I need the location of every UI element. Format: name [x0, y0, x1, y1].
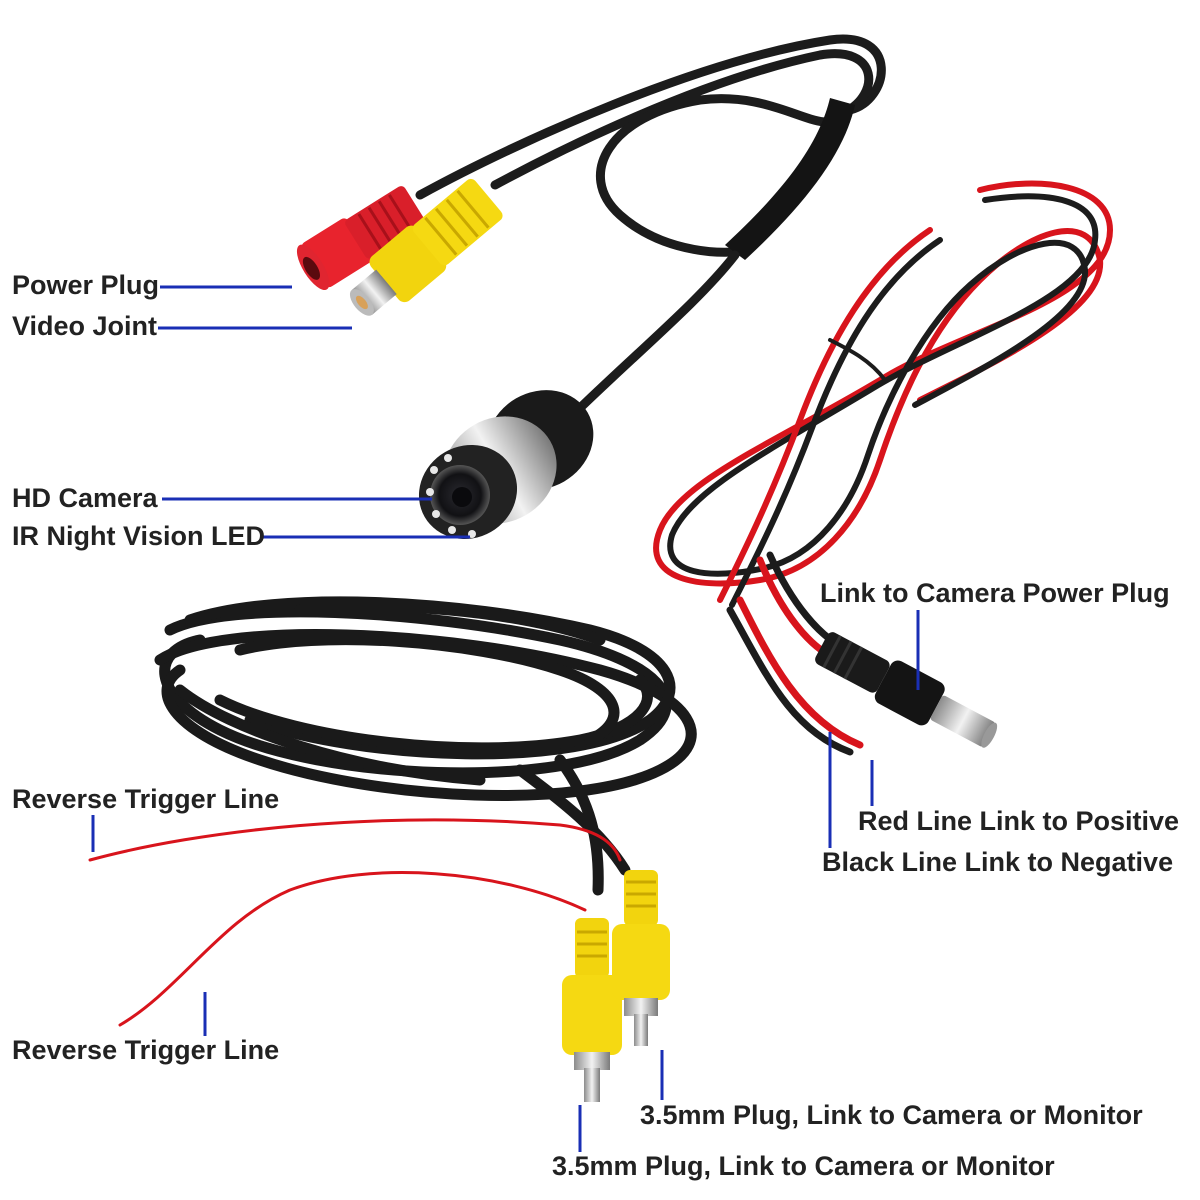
label-reverse-trigger-top: Reverse Trigger Line [12, 784, 280, 814]
label-black-line: Black Line Link to Negative [822, 847, 1174, 877]
video-cable [490, 49, 874, 190]
loop-cable [596, 94, 850, 257]
hd-camera [418, 390, 594, 540]
power-cable [415, 34, 886, 200]
label-video-joint: Video Joint [12, 311, 158, 341]
dc-power-plug [815, 632, 998, 748]
camera-cable [575, 250, 740, 413]
label-power-plug: Power Plug [12, 270, 160, 300]
label-hd-camera: HD Camera [12, 483, 158, 513]
extension-cable-coil [154, 596, 697, 896]
label-ir-night-vision-led: IR Night Vision LED [12, 521, 266, 551]
video-joint-connector [349, 178, 503, 316]
reverse-trigger-wires [88, 818, 622, 1027]
splitter [725, 98, 855, 260]
power-plug-connector [296, 186, 426, 291]
power-harness [653, 180, 1114, 756]
label-reverse-trigger-bottom: Reverse Trigger Line [12, 1035, 280, 1065]
leader-lines [91, 285, 920, 1152]
ir-led-ring [426, 454, 476, 538]
rca-plug-right [612, 870, 670, 1046]
label-plug-upper: 3.5mm Plug, Link to Camera or Monitor [640, 1100, 1143, 1130]
camera-harness [296, 34, 886, 540]
rca-plug-left [562, 918, 622, 1102]
label-link-camera-power-plug: Link to Camera Power Plug [820, 578, 1170, 608]
label-red-line: Red Line Link to Positive [858, 806, 1180, 836]
label-plug-lower: 3.5mm Plug, Link to Camera or Monitor [552, 1151, 1055, 1181]
